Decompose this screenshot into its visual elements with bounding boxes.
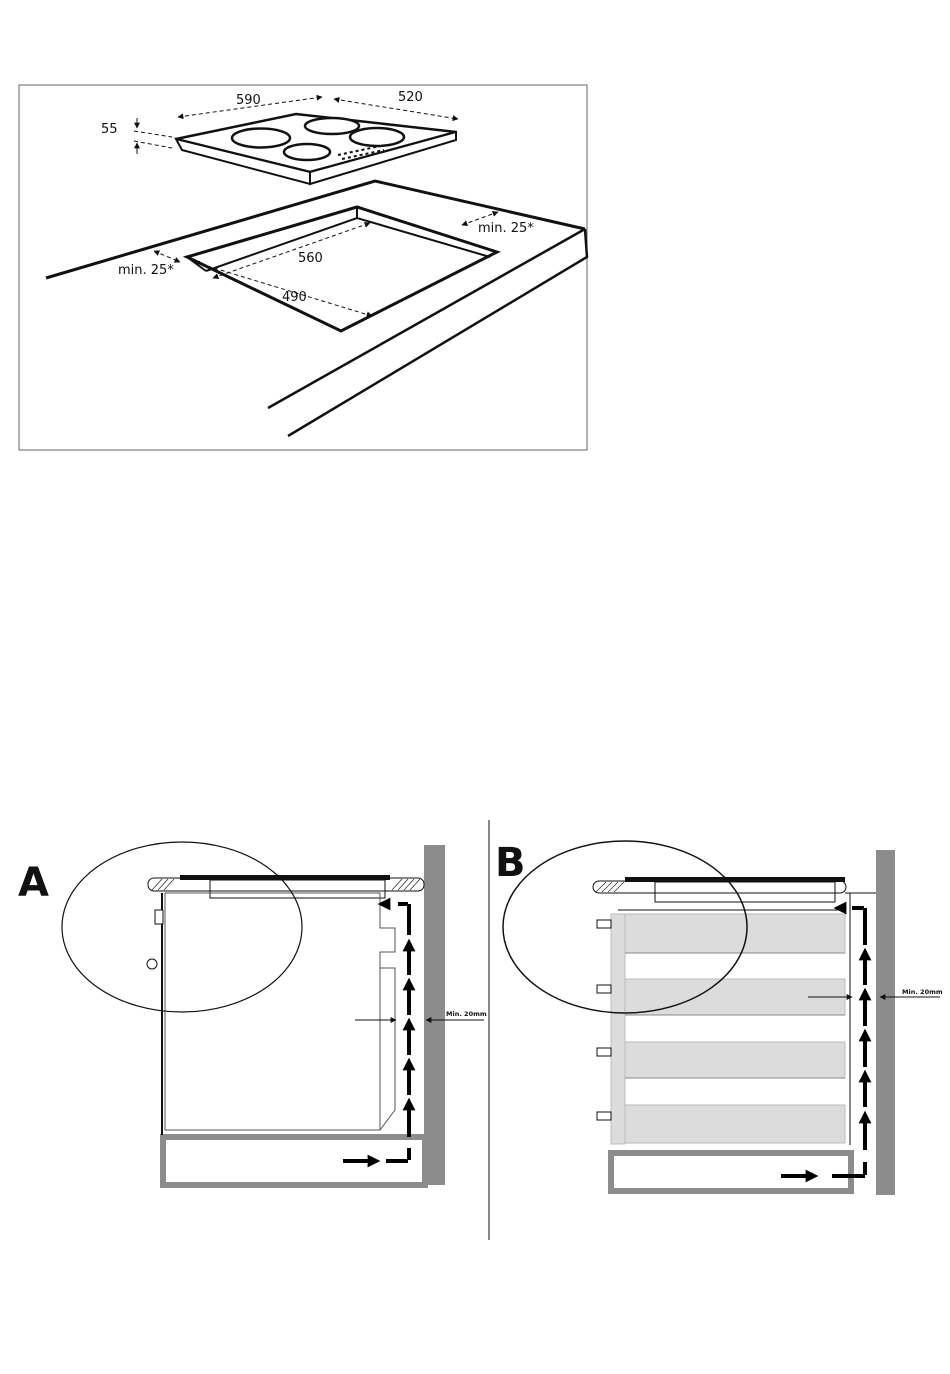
hob-section xyxy=(625,877,845,882)
dim-cutout-width-label: 560 xyxy=(298,251,323,266)
hob-dimension-figure: 590 520 55 min. 25* min. 25* 560 490 xyxy=(19,85,587,450)
plinth xyxy=(611,1153,851,1191)
burner-rear-right xyxy=(305,118,359,134)
dim-cutout-depth-label: 490 xyxy=(282,290,307,305)
drawer-handles xyxy=(597,920,611,1120)
cutout-outline xyxy=(187,207,497,331)
figure-a-label: A xyxy=(18,860,49,906)
figure-a-oven-install: A xyxy=(18,842,487,1185)
hob-unit xyxy=(176,114,456,184)
dim-depth-label: 520 xyxy=(398,90,423,105)
figure-b-label: B xyxy=(495,840,526,886)
worktop-section xyxy=(593,881,846,893)
hob-section xyxy=(180,875,390,880)
plinth xyxy=(163,1137,425,1185)
burner-front-left xyxy=(284,144,330,160)
burner-rear-left xyxy=(232,129,290,148)
oven-handle xyxy=(155,910,163,924)
oven-knob xyxy=(147,959,157,969)
dim-height-label: 55 xyxy=(101,122,118,137)
airflow-path xyxy=(343,904,409,1161)
gap-label: Min. 20mm xyxy=(446,1010,487,1018)
back-wall xyxy=(876,850,895,1195)
burner-front-right xyxy=(350,128,404,146)
dim-min-side-label: min. 25* xyxy=(118,263,174,278)
worktop xyxy=(46,181,587,436)
gap-label: Min. 20mm xyxy=(902,988,943,996)
detail-circle xyxy=(62,842,302,1012)
figure-b-drawer-install: B xyxy=(495,840,943,1195)
dim-min-back-label: min. 25* xyxy=(478,221,534,236)
drawer-fronts xyxy=(611,914,845,1144)
dim-width-label: 590 xyxy=(236,93,261,108)
